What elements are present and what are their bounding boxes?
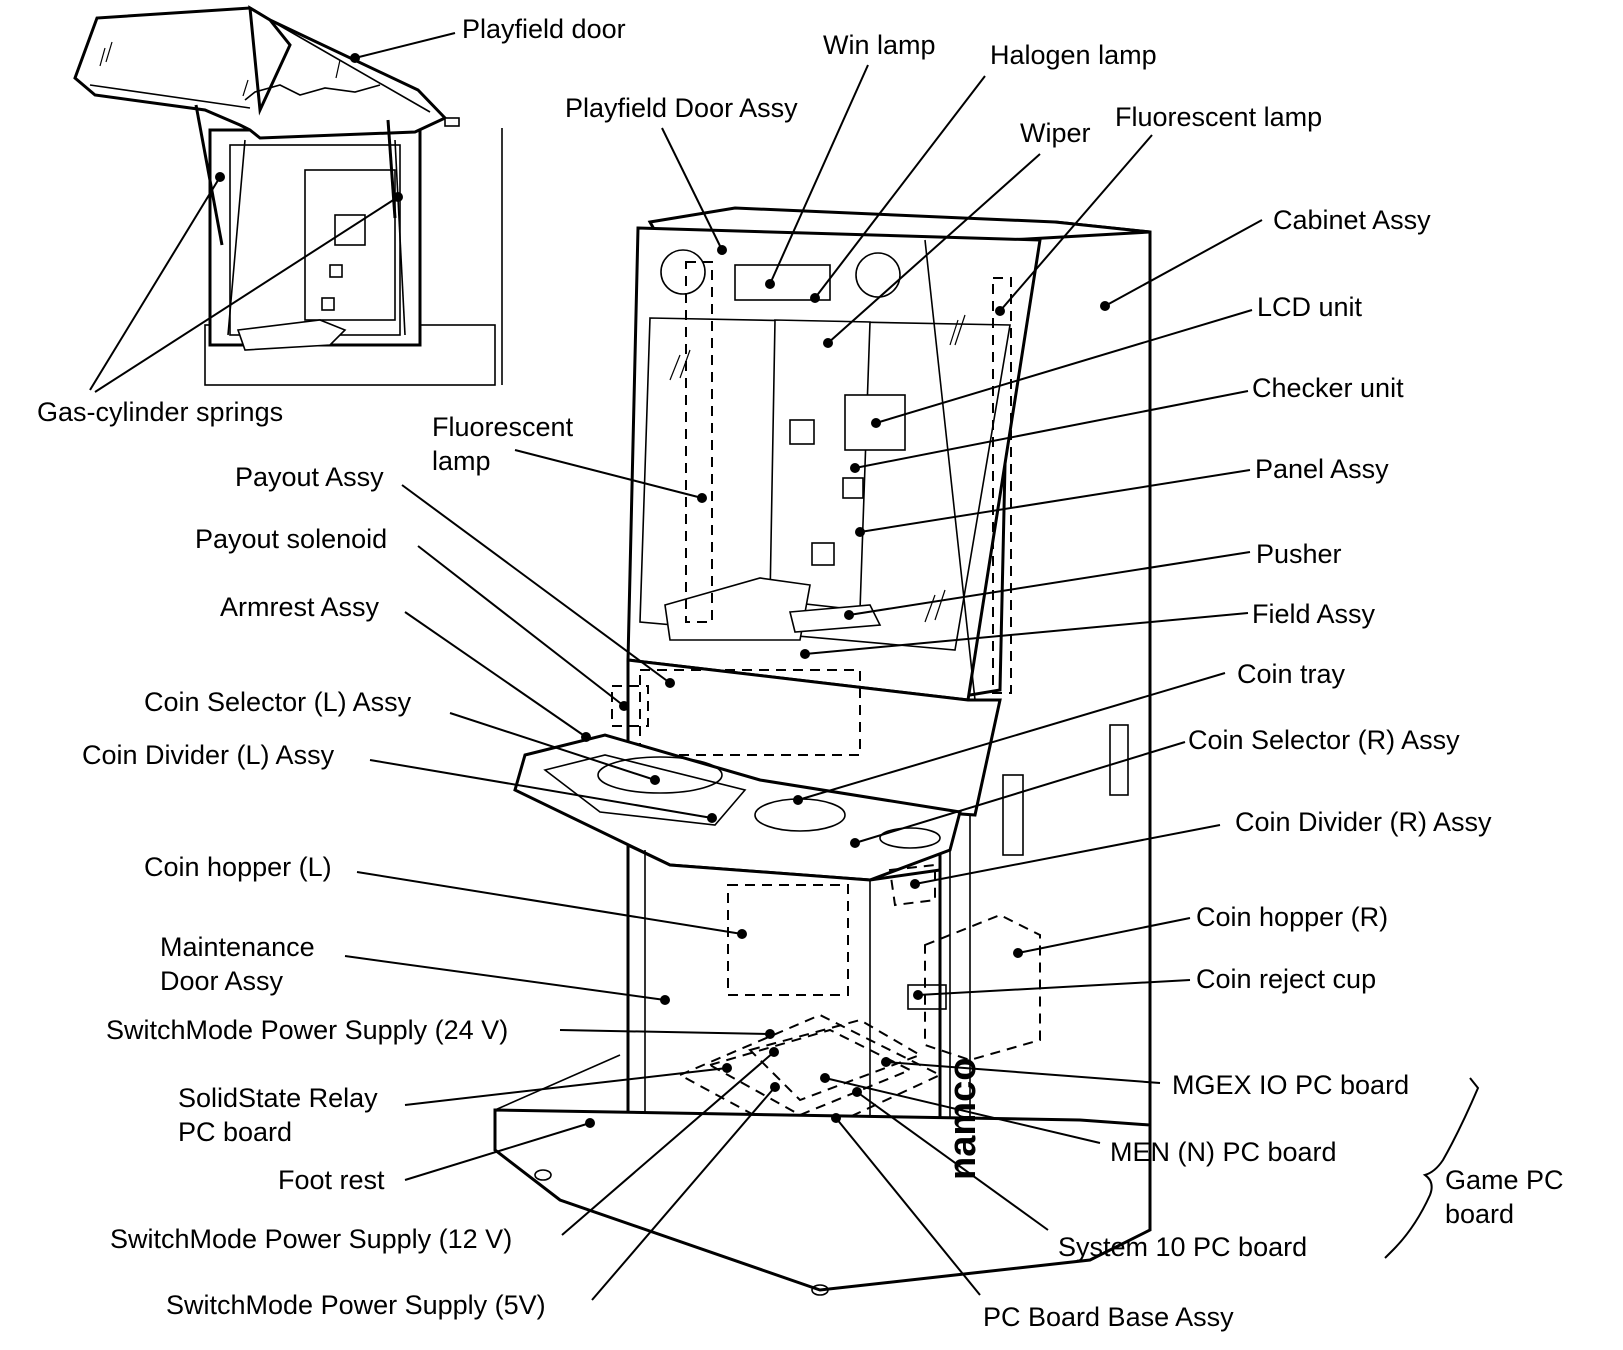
leader-lines (89, 32, 1480, 1301)
inset-open-door-illustration (73, 5, 503, 386)
brand-logo: namco (942, 1058, 984, 1180)
